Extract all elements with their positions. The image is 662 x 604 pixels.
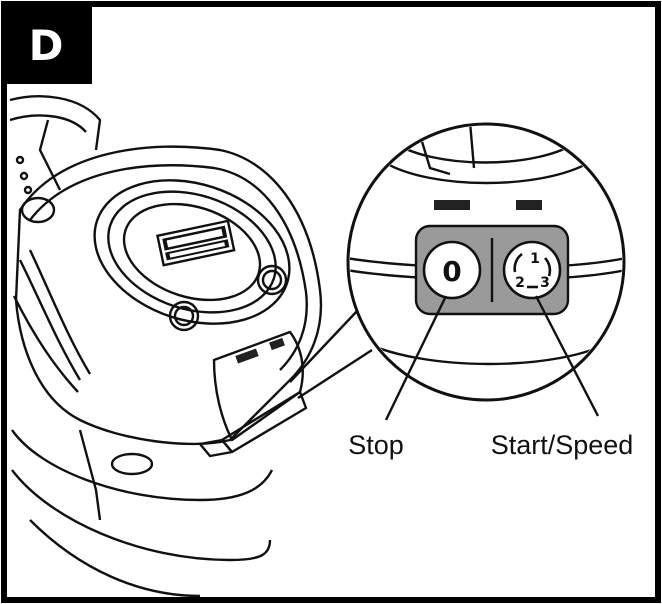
cap-screw-bottom-inner [173,305,195,327]
start-speed-callout-label: Start/Speed [491,430,634,460]
base-screw [110,452,154,476]
cap-screw-right-inner [261,269,283,291]
logo-plate [156,219,236,267]
zoom-detail: 0 1 2 3 [346,122,626,402]
start-speed-leader-line [534,295,600,417]
switch-housing [212,330,304,442]
vent-dot [19,171,29,181]
screw-hole-left [20,196,56,224]
zoom-line-bottom [297,348,373,400]
base-mid-edge [11,469,272,562]
speed-arc-icon [543,257,552,277]
base-bottom-edge [29,519,201,598]
body-switch-labels [235,337,285,364]
zoom-off-mark [434,200,470,210]
zoom-connector [289,309,373,400]
sander-body [9,95,323,598]
logo-plate-top-letters [166,228,223,248]
logo-plate-bottom-letters [169,242,226,258]
stop-leader-line [384,295,448,421]
zoom-cap-seam [468,126,476,169]
base-seam [78,429,102,521]
speed-label-3: 3 [540,275,550,291]
stop-button[interactable]: 0 [422,240,482,300]
leader-lines [384,295,600,421]
vent-dot [15,155,25,165]
start-speed-button[interactable]: 1 2 3 [502,240,562,300]
speed-label-1: 1 [530,251,540,267]
zoom-on-mark [516,200,542,210]
speed-arc-icon [513,252,523,273]
stop-button-ring[interactable] [422,240,482,300]
zoom-cap-edge-2 [383,160,591,185]
panel-letter-badge [4,4,92,84]
shell-inner-line [29,164,308,371]
cap-screw-right [256,264,288,296]
stop-button-glyph: 0 [442,255,461,288]
stop-callout-label: Stop [348,430,404,460]
handle-inner-curve [9,114,87,133]
vent-dot [23,185,33,195]
shell-outline [14,145,323,446]
panel-letter: D [29,21,64,70]
zoom-line-top [289,309,359,383]
body-on-mark [269,337,285,351]
grip-rib [12,295,79,393]
body-off-mark [235,348,259,364]
zoom-cap-detail [418,134,451,176]
switch-housing-side [198,438,234,458]
cap-screw-bottom [168,300,200,332]
speed-label-2: 2 [515,275,525,291]
base-top-edge [11,429,274,502]
grip-rib [28,249,92,375]
handle-top-curve [9,95,102,151]
grip-rib [18,259,82,381]
